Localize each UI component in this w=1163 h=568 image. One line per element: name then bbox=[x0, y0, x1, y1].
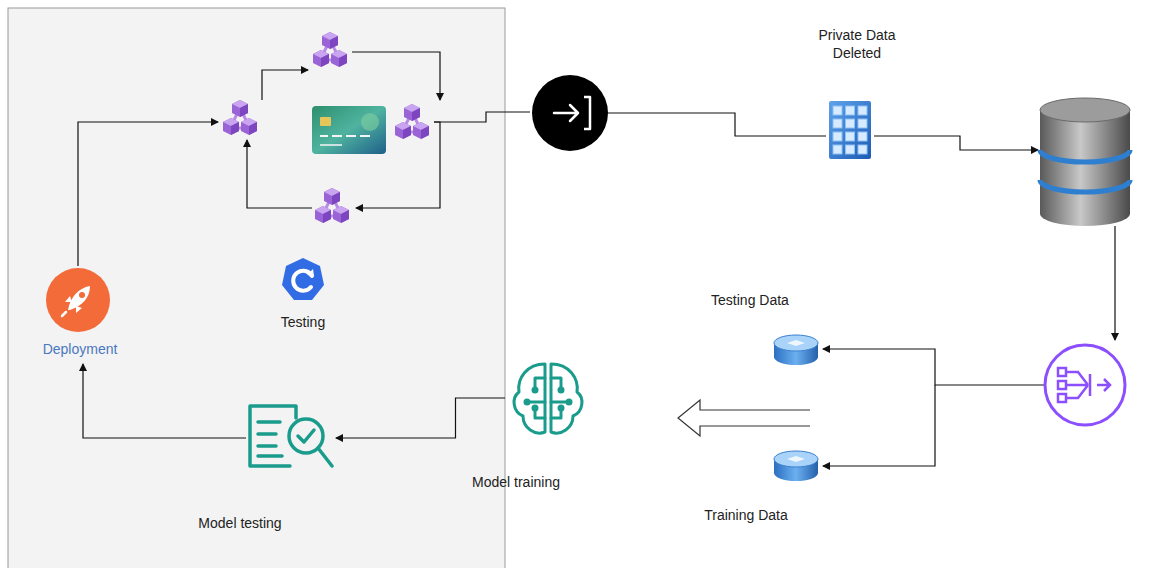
testing-icon: Testing bbox=[279, 256, 327, 304]
flow-arrow bbox=[83, 364, 246, 438]
icon-label: Private Data Deleted bbox=[809, 26, 905, 62]
icon-label: Testing bbox=[281, 313, 325, 331]
training-icon: Model training bbox=[505, 358, 591, 444]
data-sanitizer: Private Data Deleted bbox=[828, 100, 872, 160]
dataset-disk: Training Data bbox=[773, 450, 819, 482]
deployment-icon: Deployment bbox=[46, 268, 110, 332]
icon-label: Model testing bbox=[198, 514, 281, 532]
testing-report-icon: Model testing bbox=[246, 400, 336, 476]
icon-label: Training Data bbox=[704, 506, 788, 524]
icon-label: Testing Data bbox=[711, 291, 789, 309]
flow-arrow bbox=[336, 398, 505, 438]
icon-label: Model training bbox=[472, 473, 560, 491]
dataset-disk: Testing Data bbox=[773, 334, 819, 366]
icon-label: Deployment bbox=[43, 340, 118, 358]
